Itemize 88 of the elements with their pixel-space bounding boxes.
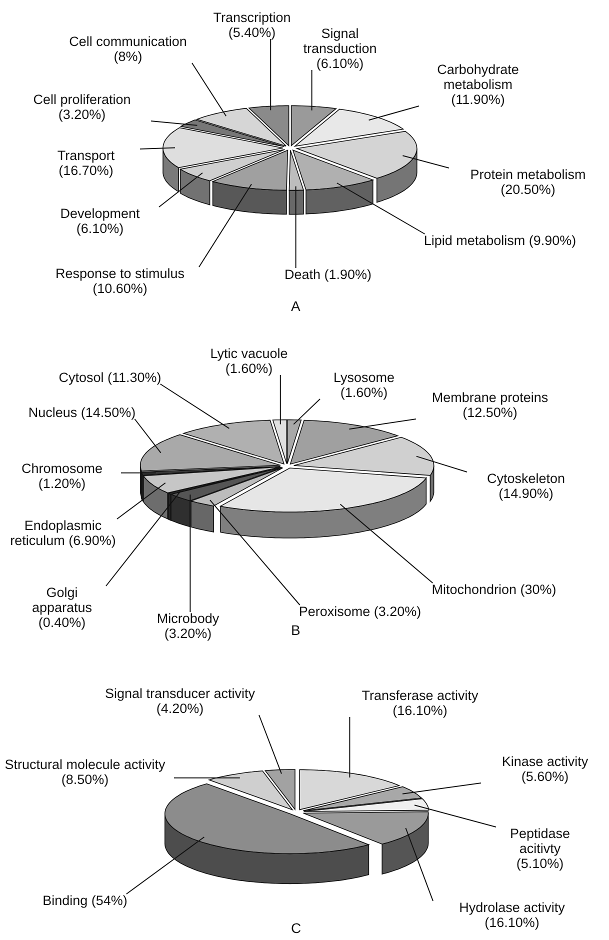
leader-line	[402, 155, 450, 168]
pie-slice	[248, 105, 290, 147]
leader-line	[405, 828, 434, 902]
leader-line	[134, 418, 162, 454]
leader-line	[270, 38, 272, 111]
leader-line	[311, 70, 312, 111]
slice-label: Structural molecule activity (8.50%)	[0, 757, 175, 787]
leader-line	[414, 804, 496, 828]
leader-line	[210, 500, 300, 606]
leader-line	[293, 398, 320, 425]
slice-label: Nucleus (14.50%)	[28, 405, 136, 420]
leader-line	[190, 494, 191, 612]
pie-slice	[288, 150, 304, 215]
leader-line	[280, 374, 281, 425]
pie-slice	[286, 419, 302, 464]
slice-label: Death (1.90%)	[284, 267, 372, 282]
pie-slice	[208, 770, 294, 811]
pie-slice	[264, 769, 296, 811]
leader-line	[126, 836, 205, 894]
slice-label: Golgi apparatus (0.40%)	[17, 585, 107, 630]
leader-line	[192, 62, 227, 117]
slice-label: Lytic vacuole (1.60%)	[199, 346, 299, 376]
panel-letter: C	[291, 920, 302, 936]
slice-label: Endoplasmic reticulum (6.90%)	[8, 518, 118, 548]
slice-label: Hydrolase activity (16.10%)	[432, 900, 592, 930]
pie-slice	[179, 149, 286, 206]
pie-slice	[162, 127, 284, 192]
panel-letter: A	[291, 298, 300, 314]
leader-line	[368, 106, 420, 121]
slice-label: Protein metabolism (20.50%)	[448, 167, 608, 197]
slice-label: Response to stimulus (10.60%)	[40, 266, 200, 296]
slice-label: Cytoskeleton (14.90%)	[466, 471, 586, 501]
leader-line	[120, 472, 156, 474]
pie-slice	[180, 119, 285, 147]
leader-line	[348, 418, 416, 430]
pie-slice	[142, 466, 281, 520]
leader-line	[402, 782, 482, 794]
pie-slice	[164, 783, 370, 884]
slice-label: Lipid metabolism (9.90%)	[424, 233, 576, 248]
slice-label: Microbody (3.20%)	[138, 611, 238, 641]
leader-line	[336, 182, 426, 234]
leader-line	[295, 186, 296, 268]
pie-slice	[182, 420, 285, 465]
pie-slice	[302, 786, 422, 812]
slice-label: Transport (16.70%)	[31, 148, 141, 178]
pie-slice	[272, 419, 288, 464]
pie-slice	[290, 420, 400, 465]
pie-slice	[140, 434, 281, 498]
leader-line	[106, 490, 182, 586]
slice-label: Peroxisome (3.20%)	[298, 604, 422, 619]
slice-label: Cell communication (8%)	[63, 34, 193, 64]
slice-label: Chromosome (1.20%)	[2, 461, 122, 491]
pie-slice	[190, 467, 284, 532]
leader-line	[150, 120, 198, 126]
slice-label: Binding (54%)	[42, 893, 128, 908]
slice-label: Mitochondrion (30%)	[432, 582, 556, 597]
pie-slice	[293, 108, 404, 147]
pie-slice	[293, 436, 434, 503]
leader-line	[160, 384, 230, 429]
pie-slice	[302, 811, 429, 875]
panel-letter: B	[291, 622, 300, 638]
leader-line	[416, 456, 468, 472]
pie-slice	[304, 798, 430, 812]
pie-slice	[212, 150, 288, 215]
pie-slice	[299, 769, 400, 810]
slice-label: Kinase activity (5.60%)	[480, 754, 609, 784]
slice-label: Development (6.10%)	[40, 206, 160, 236]
slice-label: Membrane proteins (12.50%)	[415, 390, 565, 420]
pie-slice	[295, 130, 418, 203]
slice-label: Carbohydrate metabolism (11.90%)	[418, 62, 538, 107]
leader-line	[158, 172, 203, 208]
slice-label: Cytosol (11.30%)	[58, 370, 162, 385]
leader-line	[174, 777, 240, 778]
pie-slice	[219, 468, 427, 538]
slice-label: Transferase activity (16.10%)	[340, 688, 500, 718]
leader-line	[116, 482, 166, 520]
leader-line	[198, 184, 252, 268]
pie-slice	[195, 108, 286, 146]
pie-slice	[290, 105, 338, 147]
slice-label: Cell proliferation (3.20%)	[12, 92, 152, 122]
leader-line	[140, 147, 176, 150]
slice-label: Signal transducer activity (4.20%)	[100, 686, 260, 716]
slice-label: Peptidase acitivty (5.10%)	[495, 826, 585, 871]
leader-line	[258, 714, 282, 774]
leader-line	[349, 716, 350, 778]
slice-label: Lysosome (1.60%)	[319, 370, 409, 400]
leader-line	[340, 504, 434, 584]
pie-slice	[292, 149, 374, 214]
